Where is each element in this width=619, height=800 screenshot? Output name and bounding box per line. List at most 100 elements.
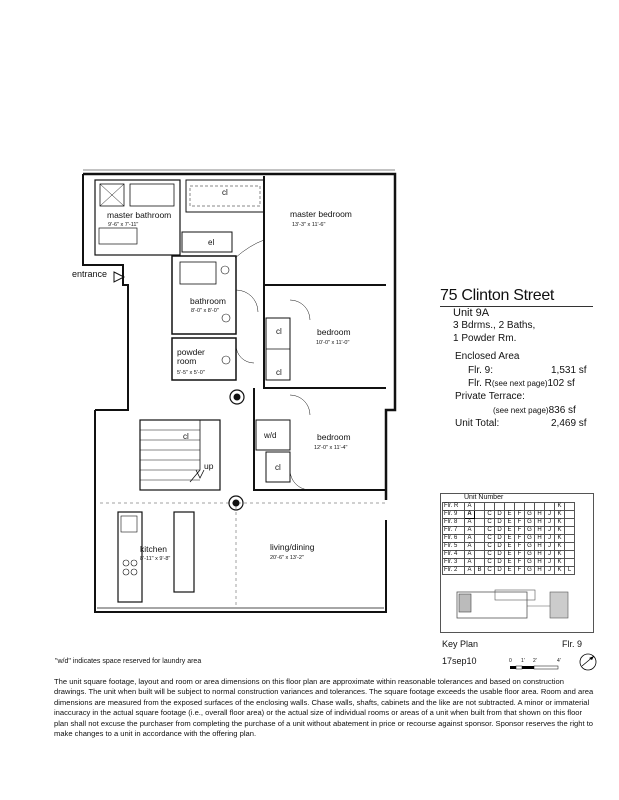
unit-grid-cell: H [534,526,545,535]
room-dim-powder-room: 5'-5" x 5'-0" [177,370,205,376]
unit-grid-cell: E [504,534,515,543]
unit-grid-cell: A [464,518,475,527]
unit-grid-cell: H [534,542,545,551]
unit-grid-cell: K [554,518,565,527]
key-plan-building-outline [456,589,569,619]
closet-label: cl [276,368,282,377]
entrance-label: entrance [72,269,108,279]
unit-grid-cell [564,510,575,519]
unit-grid-cell: K [554,550,565,559]
enclosed-area-heading: Enclosed Area [455,351,520,362]
room-label-bedroom-2: bedroom [317,432,351,442]
unit-grid-cell: D [494,550,505,559]
unit-grid-cell [564,534,575,543]
unit-grid-cell: A [464,566,475,575]
room-dim-living-dining: 20'-6" x 13'-2" [270,555,304,561]
unit-grid-cell: G [524,566,535,575]
laundry-footnote: "w/d" indicates space reserved for laund… [55,658,202,665]
unit-grid-cell: F [514,518,525,527]
scale-bar: 0 1' 2' 4' [509,658,569,678]
plan-date: 17sep10 [442,656,477,666]
room-dim-bedroom-1: 10'-0" x 11'-0" [316,340,350,346]
unit-grid-cell: C [484,558,495,567]
unit-grid-cell: H [534,510,545,519]
unit-grid-cell [564,526,575,535]
unit-grid-cell: A [464,510,475,519]
unit-grid-cell: F [514,510,525,519]
unit-grid-cell: H [534,550,545,559]
unit-grid-cell [564,502,575,511]
rooms-summary-line2: 1 Powder Rm. [453,333,517,344]
unit-grid-cell: D [494,542,505,551]
room-label-living-dining: living/dining [270,542,315,552]
scale-tick-2: 2' [533,658,537,664]
legal-disclaimer: The unit square footage, layout and room… [54,677,594,739]
key-plan-frame [440,493,594,633]
closet-label: cl [183,432,189,441]
room-dim-bedroom-2: 12'-0" x 11'-4" [314,445,348,451]
unit-grid-cell [564,542,575,551]
closet-label: cl [276,327,282,336]
floorR-value: 102 sf [547,378,575,389]
unit-grid-cell: K [554,526,565,535]
unit-grid-cell: J [544,526,555,535]
unit-grid-cell: G [524,542,535,551]
unit-grid-cell: A [464,558,475,567]
total-label: Unit Total: [455,418,500,429]
unit-grid-cell [474,534,485,543]
unit-grid-cell [474,510,485,519]
unit-grid-cell: J [544,534,555,543]
unit-grid-cell: E [504,510,515,519]
unit-grid-cell: E [504,550,515,559]
unit-grid-cell: J [544,518,555,527]
unit-grid-cell: F [514,526,525,535]
unit-grid-cell: F [514,566,525,575]
unit-grid-cell: C [484,542,495,551]
unit-grid-cell: K [554,542,565,551]
unit-grid-cell [564,550,575,559]
unit-grid-cell [504,502,515,511]
unit-grid-cell [484,502,495,511]
unit-grid-cell: C [484,566,495,575]
scale-tick-0: 0 [509,658,512,664]
unit-grid-cell: H [534,518,545,527]
unit-grid-cell: A [464,502,475,511]
unit-grid-cell: A [464,550,475,559]
unit-grid-cell: A [464,526,475,535]
unit-grid-cell: J [544,510,555,519]
unit-number: Unit 9A [453,307,490,319]
unit-grid-floor: Flr. 7 [442,526,465,535]
unit-grid-floor: Flr. 9 [442,510,465,519]
unit-grid-cell: F [514,558,525,567]
unit-grid-floor: Flr. 8 [442,518,465,527]
north-arrow-icon [579,653,597,671]
unit-grid-cell: C [484,550,495,559]
unit-grid-cell: H [534,566,545,575]
room-dim-master-bathroom: 9'-6" x 7'-11" [108,222,139,228]
room-dim-kitchen: 8'-11" x 9'-8" [140,556,171,562]
unit-grid-cell: F [514,542,525,551]
unit-grid-cell [514,502,525,511]
unit-grid-cell: F [514,550,525,559]
unit-grid-cell: D [494,510,505,519]
floorR-label: Flr. R(see next page)102 sf [468,378,575,390]
unit-grid-cell: C [484,510,495,519]
unit-grid-cell: D [494,558,505,567]
unit-grid-cell: J [544,558,555,567]
unit-grid-floor: Flr. 3 [442,558,465,567]
washer-dryer-label: w/d [264,431,277,440]
unit-grid-cell: G [524,510,535,519]
room-label-kitchen: kitchen [140,544,167,554]
floorR-label-text: Flr. R [468,378,492,389]
key-plan-label: Key Plan [442,639,479,649]
room-label-powder-room: powder room [177,347,205,366]
room-dim-bathroom: 8'-0" x 8'-0" [191,308,219,314]
unit-grid-cell [544,502,555,511]
unit-grid-cell: K [554,502,565,511]
